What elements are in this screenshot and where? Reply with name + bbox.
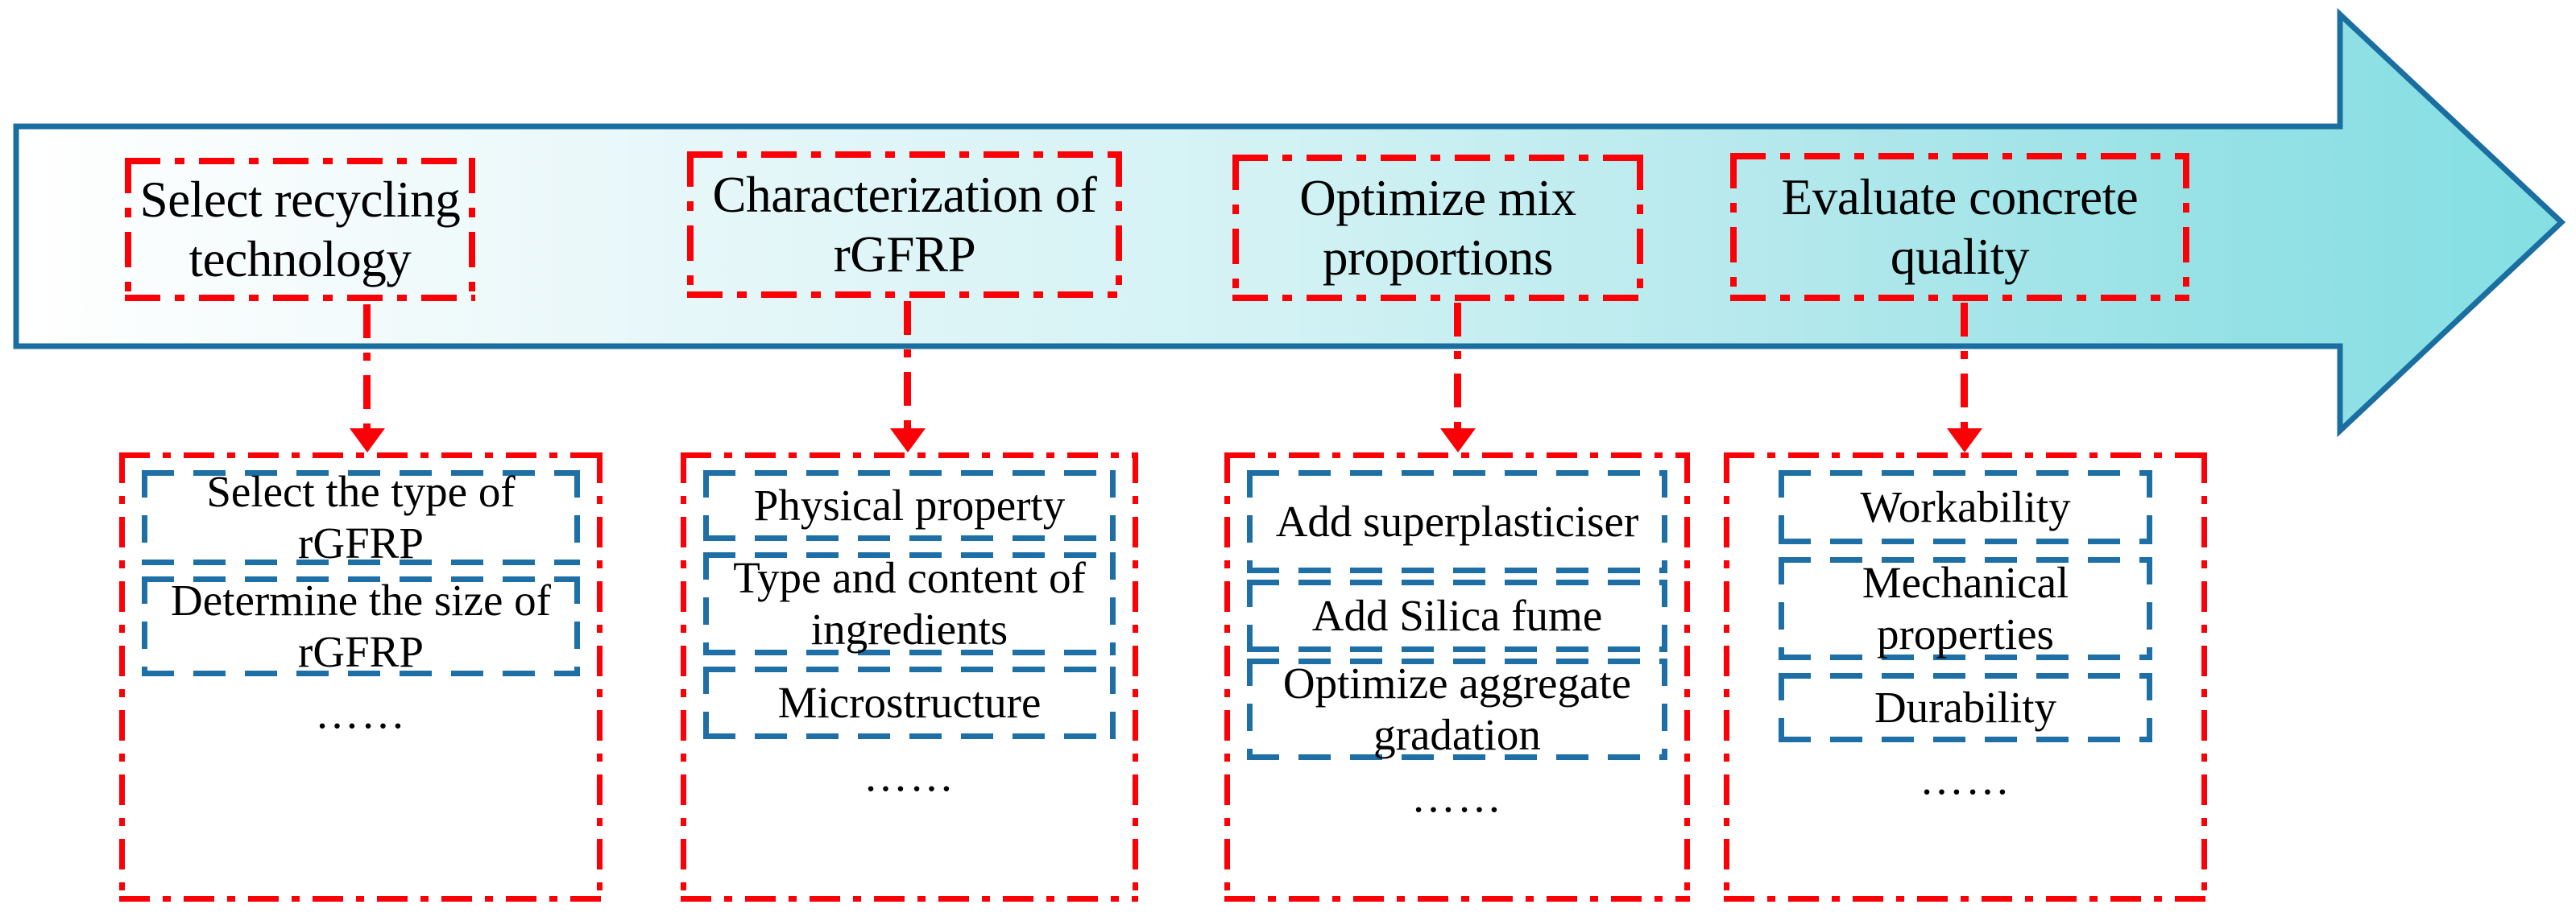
column-ellipsis: …… <box>315 688 407 737</box>
sub-box-label: Determine the size of rGFRP <box>171 576 551 676</box>
sub-item-list: Select the type of rGFRP Determine the s… <box>142 467 580 738</box>
column-group-evaluate-concrete-quality[interactable]: Workability Mechanical properties Durabi… <box>1724 452 2207 902</box>
sub-item-list: Add superplasticiser Add Silica fume Opt… <box>1247 470 1667 822</box>
connector-arrowhead-icon <box>889 428 926 452</box>
sub-box-select-type-of-rgfrp[interactable]: Select the type of rGFRP <box>142 467 580 568</box>
sub-box-label: Add Silica fume <box>1311 591 1603 641</box>
column-ellipsis: …… <box>1920 754 2011 803</box>
sub-box-label: Type and content of ingredients <box>733 553 1086 654</box>
sub-box-label: Mechanical properties <box>1862 558 2069 659</box>
column-group-optimize-mix-proportions[interactable]: Add superplasticiser Add Silica fume Opt… <box>1224 452 1690 902</box>
stage-header-label: Characterization of rGFRP <box>712 166 1097 283</box>
sub-box-physical-property[interactable]: Physical property <box>703 470 1116 541</box>
connector-arrow-column-3 <box>1439 303 1476 452</box>
stage-header-optimize-mix-proportions[interactable]: Optimize mix proportions <box>1232 155 1643 301</box>
connector-arrowhead-icon <box>349 428 385 452</box>
sub-box-workability[interactable]: Workability <box>1779 470 2152 544</box>
sub-box-determine-size-of-rgfrp[interactable]: Determine the size of rGFRP <box>142 576 580 676</box>
sub-box-label: Select the type of rGFRP <box>206 467 516 568</box>
column-group-characterization-of-rgfrp[interactable]: Physical property Type and content of in… <box>681 452 1138 902</box>
sub-box-label: Add superplasticiser <box>1275 497 1639 547</box>
stage-header-evaluate-concrete-quality[interactable]: Evaluate concrete quality <box>1730 153 2189 301</box>
connector-shaft <box>363 304 371 432</box>
sub-box-microstructure[interactable]: Microstructure <box>703 667 1116 739</box>
connector-shaft <box>1454 303 1461 432</box>
sub-box-durability[interactable]: Durability <box>1779 673 2152 742</box>
column-ellipsis: …… <box>863 751 955 800</box>
sub-box-add-silica-fume[interactable]: Add Silica fume <box>1247 580 1667 652</box>
connector-arrowhead-icon <box>1439 428 1476 452</box>
connector-arrow-column-4 <box>1946 303 1982 452</box>
sub-box-label: Physical property <box>753 481 1066 531</box>
sub-box-label: Workability <box>1860 482 2071 532</box>
sub-box-add-superplasticiser[interactable]: Add superplasticiser <box>1247 470 1667 573</box>
sub-box-mechanical-properties[interactable]: Mechanical properties <box>1779 557 2152 660</box>
connector-shaft <box>904 301 911 432</box>
sub-box-type-and-content-of-ingredients[interactable]: Type and content of ingredients <box>703 552 1116 655</box>
stage-header-label: Evaluate concrete quality <box>1781 168 2139 285</box>
sub-item-list: Workability Mechanical properties Durabi… <box>1746 470 2185 804</box>
stage-header-select-recycling-technology[interactable]: Select recycling technology <box>125 158 475 301</box>
stage-header-label: Optimize mix proportions <box>1299 169 1576 286</box>
connector-arrow-column-1 <box>349 304 385 452</box>
stage-header-characterization-of-rgfrp[interactable]: Characterization of rGFRP <box>687 151 1122 298</box>
sub-box-label: Microstructure <box>777 678 1042 728</box>
sub-box-label: Optimize aggregate gradation <box>1282 659 1632 759</box>
stage-header-label: Select recycling technology <box>139 171 461 287</box>
connector-arrowhead-icon <box>1946 428 1982 452</box>
connector-shaft <box>1961 303 1968 432</box>
connector-arrow-column-2 <box>889 301 926 452</box>
column-group-select-recycling-technology[interactable]: Select the type of rGFRP Determine the s… <box>119 452 603 902</box>
sub-box-optimize-aggregate-gradation[interactable]: Optimize aggregate gradation <box>1247 659 1667 760</box>
column-ellipsis: …… <box>1411 772 1503 821</box>
sub-item-list: Physical property Type and content of in… <box>703 470 1116 801</box>
sub-box-label: Durability <box>1874 683 2057 733</box>
